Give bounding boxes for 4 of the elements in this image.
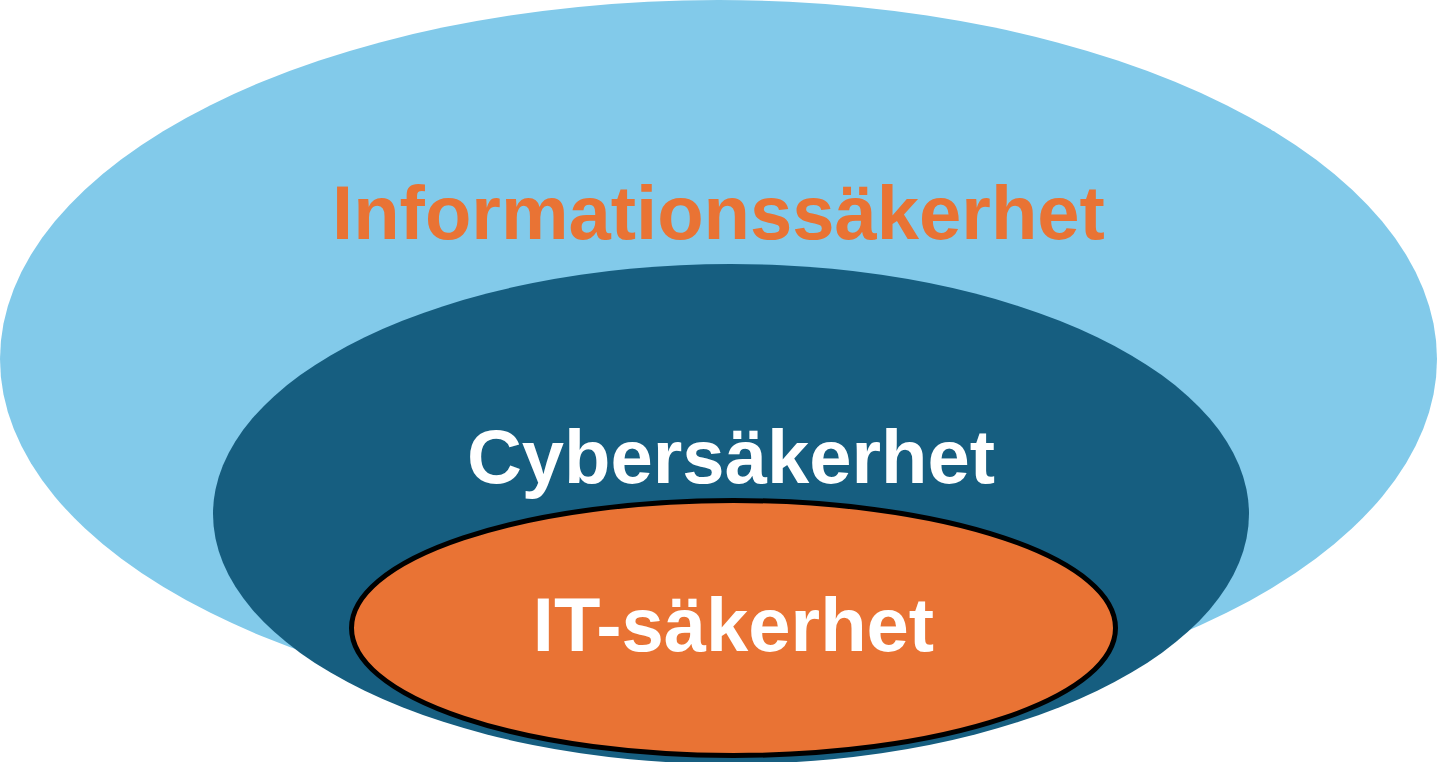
ellipse-label: Informationssäkerhet [332, 169, 1105, 257]
ellipse-label: Cybersäkerhet [466, 413, 996, 501]
ellipse-label: IT-säkerhet [532, 581, 935, 669]
inner-ellipse [349, 498, 1118, 758]
